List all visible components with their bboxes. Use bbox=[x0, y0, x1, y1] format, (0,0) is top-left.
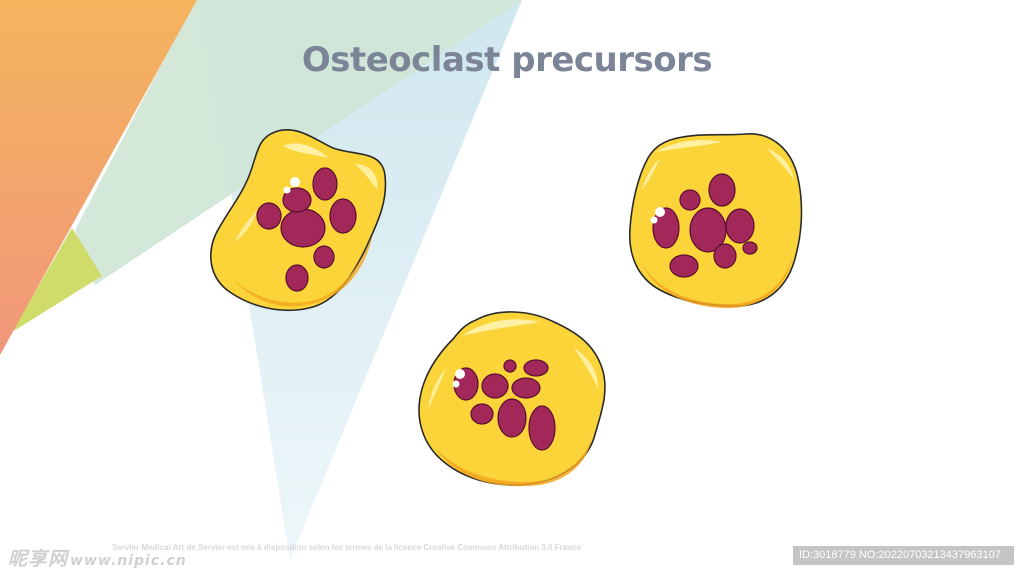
watermark-id-badge: ID:3018779 NO:20220703213437963107 bbox=[793, 546, 1014, 565]
white-triangle bbox=[0, 285, 290, 560]
osteoclast-precursor-cell-1 bbox=[210, 129, 387, 311]
lime-triangle bbox=[12, 228, 102, 332]
license-credit-text: Servier Medical Art de Servier est mis à… bbox=[112, 543, 581, 552]
watermark-logo-text: 昵享网 bbox=[8, 548, 69, 570]
nucleus-group-2 bbox=[650, 173, 758, 278]
nucleus-group-3 bbox=[452, 359, 556, 451]
nucleus-group-1 bbox=[256, 167, 357, 292]
slide-title: Osteoclast precursors bbox=[301, 40, 713, 80]
osteoclast-precursor-cell-3 bbox=[418, 311, 606, 487]
orange-triangle bbox=[0, 0, 197, 355]
watermark-url: www.nipic.cn bbox=[70, 553, 187, 569]
osteoclast-precursor-cell-2 bbox=[628, 133, 803, 309]
